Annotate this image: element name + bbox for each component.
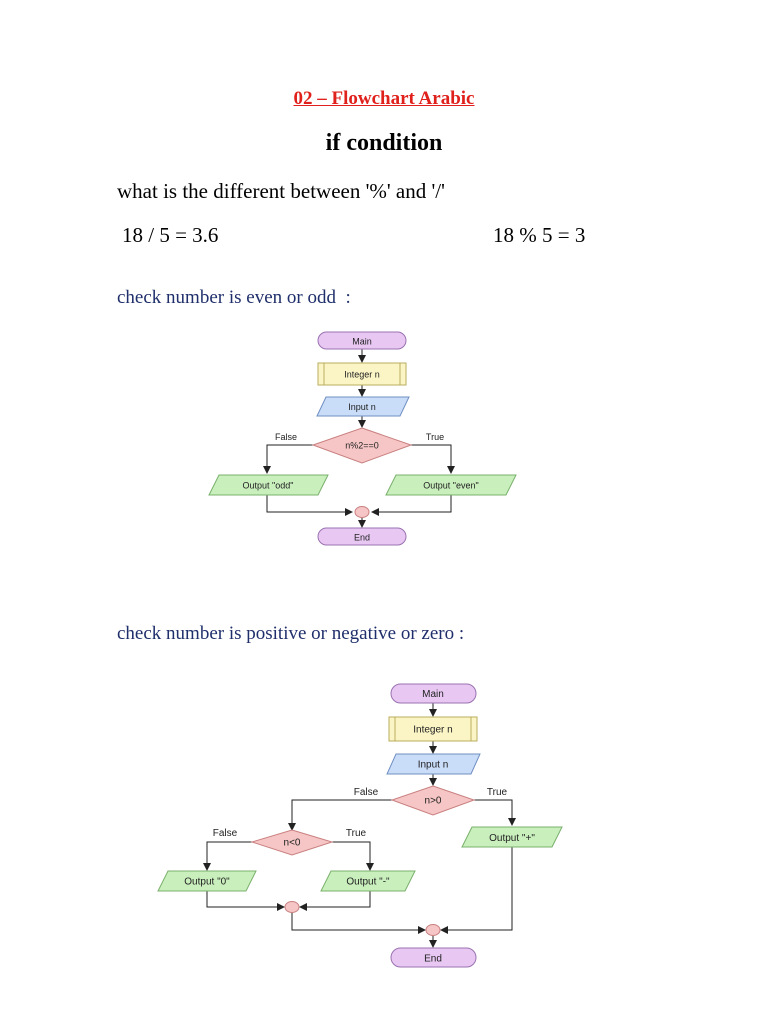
end-terminal xyxy=(317,527,407,546)
declare-label: Integer n xyxy=(344,370,380,380)
nested-condition-diamond xyxy=(250,829,334,856)
false-label: False xyxy=(354,787,379,798)
condition-diamond xyxy=(311,427,413,464)
true-label: True xyxy=(426,432,444,442)
modulo-example: 18 % 5 = 3 xyxy=(493,223,586,247)
input-label: Input n xyxy=(418,760,449,771)
output-minus-label: Output "-" xyxy=(346,877,390,888)
output-even-label: Output "even" xyxy=(423,481,478,491)
main-terminal xyxy=(390,683,477,704)
division-example: 18 / 5 = 3.6 xyxy=(122,223,219,247)
declare-box xyxy=(317,362,407,386)
end-label: End xyxy=(424,954,442,965)
true-label: True xyxy=(487,787,508,798)
nested-true-label: True xyxy=(346,828,367,839)
declare-box xyxy=(388,716,478,742)
input-parallelogram xyxy=(386,753,481,775)
section-heading-positive-negative-zero: check number is positive or negative or … xyxy=(117,623,465,644)
nested-false-label: False xyxy=(213,828,238,839)
input-parallelogram xyxy=(316,396,410,417)
flowchart-even-odd: Main Integer n Input n n%2==0 False True… xyxy=(208,331,517,546)
false-label: False xyxy=(275,432,297,442)
main-terminal xyxy=(317,331,407,350)
output-zero-parallelogram xyxy=(157,870,257,892)
input-label: Input n xyxy=(348,402,376,412)
end-label: End xyxy=(354,533,370,543)
output-zero-label: Output "0" xyxy=(184,877,230,888)
condition-label: n>0 xyxy=(425,796,442,807)
main-label: Main xyxy=(422,689,444,700)
condition-diamond xyxy=(390,785,476,816)
main-label: Main xyxy=(352,337,372,347)
join-connector xyxy=(354,506,370,518)
nested-condition-label: n<0 xyxy=(284,838,301,849)
flowchart-positive-negative-zero: Main Integer n Input n n>0 False True Ou… xyxy=(157,683,563,968)
end-terminal xyxy=(390,947,477,968)
output-plus-label: Output "+" xyxy=(489,833,535,844)
question-text: what is the different between '%' and '/… xyxy=(117,179,445,203)
output-odd-parallelogram xyxy=(208,474,329,496)
condition-label: n%2==0 xyxy=(345,441,379,451)
declare-label: Integer n xyxy=(413,725,452,736)
nested-join-connector xyxy=(284,901,300,913)
output-odd-label: Output "odd" xyxy=(243,481,294,491)
output-minus-parallelogram xyxy=(320,870,416,892)
join-connector xyxy=(425,924,441,936)
document-subtitle: if condition xyxy=(325,130,443,156)
section-heading-even-odd: check number is even or odd : xyxy=(117,287,351,308)
output-even-parallelogram xyxy=(385,474,517,496)
output-plus-parallelogram xyxy=(461,826,563,848)
document-title: 02 – Flowchart Arabic xyxy=(293,88,475,109)
